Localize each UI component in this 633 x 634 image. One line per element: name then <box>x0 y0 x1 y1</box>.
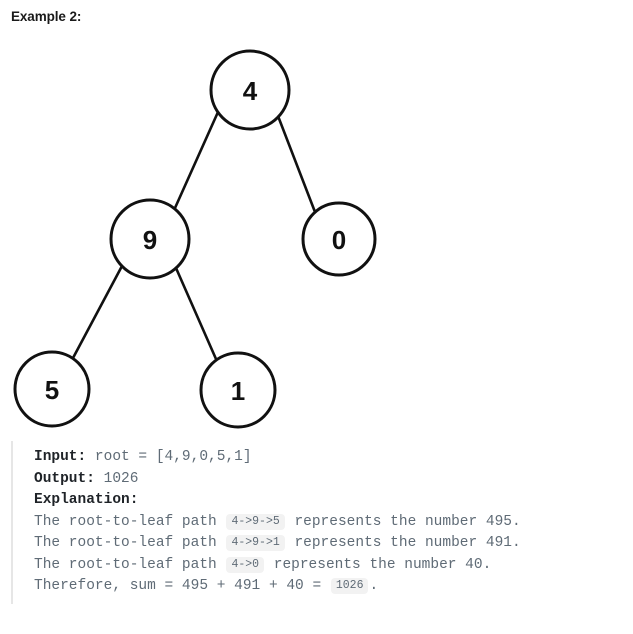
output-value: 1026 <box>94 470 139 487</box>
edge-root-to-9 <box>173 110 220 210</box>
edge-9-to-5 <box>71 264 124 360</box>
explanation-line: Explanation: <box>34 490 631 512</box>
path-badge-3: 4->0 <box>226 556 265 573</box>
node-label-root: 4 <box>243 76 258 106</box>
explanation-path-line-3: The root-to-leaf path 4->0 represents th… <box>34 555 631 577</box>
node-circle-0 <box>301 201 377 277</box>
edge-root-to-0 <box>276 114 317 214</box>
node-label-1: 1 <box>231 376 245 406</box>
tree-node-1[interactable]: 1 <box>199 351 277 429</box>
sum-badge: 1026 <box>330 578 369 594</box>
explanation-path-line-2: The root-to-leaf path 4->9->1 represents… <box>34 533 631 555</box>
node-circle-5 <box>13 350 91 428</box>
binary-tree-diagram: 4 9 0 5 1 <box>0 34 633 434</box>
node-circle-root <box>209 49 291 131</box>
output-label: Output: <box>34 470 95 487</box>
path-badge-1: 4->9->5 <box>226 513 285 530</box>
explanation-2-post: represents the number 491. <box>285 535 521 551</box>
example-code-block: Input: root = [4,9,0,5,1] Output: 1026 E… <box>11 441 631 604</box>
explanation-1-post: represents the number 495. <box>285 513 521 530</box>
tree-node-9[interactable]: 9 <box>109 198 191 280</box>
node-circle-9 <box>109 198 191 280</box>
page-title: Example 2: <box>11 9 82 24</box>
edge-9-to-1 <box>174 266 218 361</box>
node-label-0: 0 <box>332 225 346 255</box>
explanation-3-post: represents the number 40. <box>265 556 492 573</box>
tree-node-5[interactable]: 5 <box>13 350 91 428</box>
node-label-5: 5 <box>45 375 59 405</box>
explanation-label: Explanation: <box>34 492 139 508</box>
input-label: Input: <box>34 449 87 465</box>
input-value: root = [4,9,0,5,1] <box>86 449 252 465</box>
explanation-4-post: . <box>369 578 379 594</box>
explanation-sum-line: Therefore, sum = 495 + 491 + 40 = 1026. <box>34 576 631 598</box>
explanation-1-pre: The root-to-leaf path <box>34 513 226 530</box>
input-line: Input: root = [4,9,0,5,1] <box>34 447 631 469</box>
explanation-2-pre: The root-to-leaf path <box>34 535 226 551</box>
explanation-4-pre: Therefore, sum = 495 + 491 + 40 = <box>34 578 330 594</box>
explanation-path-line-1: The root-to-leaf path 4->9->5 represents… <box>34 512 631 534</box>
tree-svg: 4 9 0 5 1 <box>13 49 377 429</box>
path-badge-2: 4->9->1 <box>226 535 285 551</box>
tree-node-root[interactable]: 4 <box>209 49 291 131</box>
explanation-3-pre: The root-to-leaf path <box>34 556 226 573</box>
node-circle-1 <box>199 351 277 429</box>
tree-edges <box>71 110 317 361</box>
tree-node-0[interactable]: 0 <box>301 201 377 277</box>
node-label-9: 9 <box>143 225 157 255</box>
output-line: Output: 1026 <box>34 469 631 491</box>
